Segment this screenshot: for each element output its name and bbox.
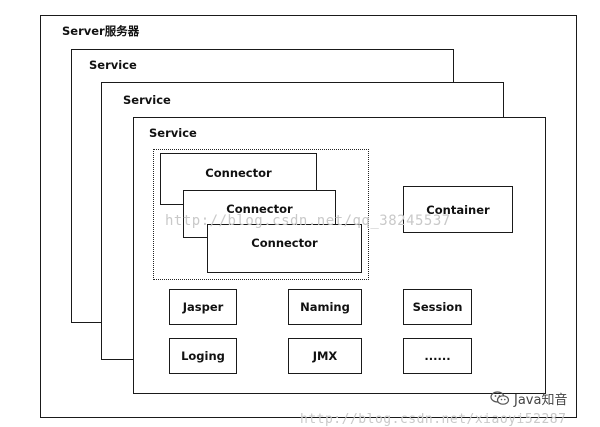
service-label-1: Service <box>89 58 137 72</box>
loging-box: Loging <box>169 338 237 374</box>
connector-box-3: Connector <box>207 224 362 273</box>
service-label-3: Service <box>149 126 197 140</box>
jmx-box: JMX <box>288 338 362 374</box>
service-label-2: Service <box>123 93 171 107</box>
server-label: Server服务器 <box>62 24 140 38</box>
jasper-box: Jasper <box>169 289 237 325</box>
connector-group <box>153 149 369 280</box>
watermark-bottom: http://blog.csdn.net/xiaoyi52287 <box>300 412 567 427</box>
brand-label: Java知音 <box>514 393 568 408</box>
wechat-icon <box>490 391 510 406</box>
ellipsis-box: ...... <box>403 338 472 374</box>
watermark-center: http://blog.csdn.net/qq_38245537 <box>165 213 451 229</box>
brand-mark: Java知音 <box>490 389 567 408</box>
naming-box: Naming <box>288 289 362 325</box>
container-box: Container <box>403 186 513 233</box>
session-box: Session <box>403 289 472 325</box>
